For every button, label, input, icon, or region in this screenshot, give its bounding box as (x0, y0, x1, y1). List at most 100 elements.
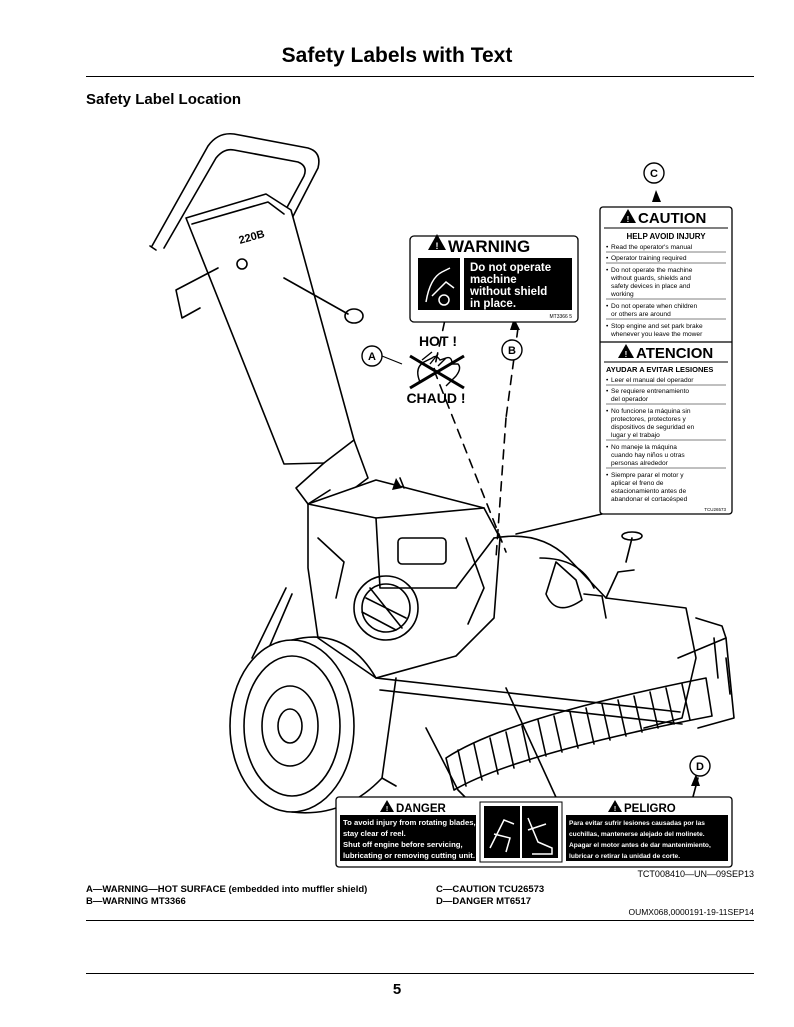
svg-text:dispositivos de seguridad en: dispositivos de seguridad en (611, 424, 695, 431)
svg-text:Do not operate: Do not operate (470, 262, 551, 274)
svg-text:MT6517: MT6517 (709, 860, 726, 865)
page-number: 5 (392, 981, 402, 998)
mower-handle (149, 132, 320, 251)
warning-label-b: ! WARNING Do not operate machine without… (409, 234, 579, 323)
svg-text:•: • (606, 303, 609, 310)
legend-right: C—CAUTION TCU26573 D—DANGER MT6517 (436, 884, 544, 908)
svg-text:del operador: del operador (611, 396, 649, 403)
svg-text:TCU26573: TCU26573 (704, 507, 726, 512)
legend-item-a: A—WARNING—HOT SURFACE (embedded into muf… (86, 884, 368, 895)
svg-text:machine: machine (470, 274, 517, 286)
svg-text:HOT !: HOT ! (419, 333, 457, 349)
svg-text:•: • (606, 444, 609, 451)
svg-text:Read the operator's manual: Read the operator's manual (611, 244, 693, 251)
svg-text:•: • (606, 377, 609, 384)
svg-text:!: ! (614, 806, 616, 813)
svg-text:•: • (606, 472, 609, 479)
engine (295, 439, 501, 679)
callout-a: A (361, 345, 403, 367)
svg-text:in place.: in place. (470, 298, 516, 310)
svg-text:Siempre parar el motor y: Siempre parar el motor y (611, 472, 684, 479)
danger-heading: DANGER (396, 803, 447, 815)
svg-text:!: ! (436, 241, 439, 251)
svg-text:protectores, protectores y: protectores, protectores y (611, 416, 686, 423)
svg-text:!: ! (625, 350, 628, 359)
svg-text:!: ! (386, 806, 388, 813)
svg-text:•: • (606, 255, 609, 262)
svg-text:lubricar o retirar la unidad d: lubricar o retirar la unidad de corte. (569, 853, 680, 860)
svg-text:•: • (606, 388, 609, 395)
peligro-triangle-icon: ! (608, 800, 622, 813)
reel (425, 677, 713, 809)
svg-text:Apagar el motor antes de dar m: Apagar el motor antes de dar mantenimien… (569, 842, 711, 849)
atencion-triangle-icon: ! (618, 344, 634, 359)
hot-hand-icon (417, 351, 461, 387)
caution-triangle-icon: ! (620, 209, 636, 224)
section-title: Safety Label Location (86, 91, 242, 108)
svg-text:stay clear of reel.: stay clear of reel. (343, 829, 406, 838)
leader-lines (399, 305, 699, 809)
svg-text:No maneje la máquina: No maneje la máquina (611, 444, 677, 451)
svg-text:Operator training required: Operator training required (611, 255, 687, 262)
svg-text:A: A (368, 351, 376, 363)
svg-text:whenever you leave the mower: whenever you leave the mower (610, 331, 703, 338)
svg-text:HELP AVOID INJURY: HELP AVOID INJURY (626, 232, 706, 241)
mower-frame (251, 531, 735, 787)
svg-text:CHAUD !: CHAUD ! (406, 390, 465, 406)
svg-text:MT3366 5: MT3366 5 (549, 314, 572, 320)
figure-id: TCT008410—UN—09SEP13 (637, 869, 754, 879)
legend-item-c: C—CAUTION TCU26573 (436, 884, 545, 895)
mower-safety-label-figure: 220B (149, 132, 735, 868)
caution-heading: CAUTION (638, 210, 706, 227)
page-title: Safety Labels with Text (281, 44, 513, 67)
document-id: OUMX068,0000191-19-11SEP14 (628, 907, 754, 917)
svg-text:Do not operate when children: Do not operate when children (611, 303, 697, 310)
svg-text:B: B (508, 345, 516, 357)
title-rule (86, 76, 754, 77)
caution-items: • Read the operator's manual • Operator … (606, 244, 726, 338)
hand-entanglement-icon (425, 267, 455, 306)
svg-text:Stop engine and set park brake: Stop engine and set park brake (611, 323, 703, 330)
wheel (229, 636, 383, 814)
legend-item-b: B—WARNING MT3366 (86, 896, 186, 907)
legend-item-d: D—DANGER MT6517 (436, 896, 532, 907)
svg-text:•: • (606, 408, 609, 415)
reel-hazard-pictogram (484, 806, 520, 858)
danger-label-d: ! DANGER To avoid injury from rotating b… (335, 796, 733, 868)
handle-column: 220B (175, 193, 364, 465)
warning-triangle-icon: ! (428, 234, 446, 251)
svg-text:C: C (650, 168, 658, 180)
hot-surface-label: HOT ! CHAUD ! (406, 333, 465, 406)
svg-text:cuchillas, mantenerse alejado: cuchillas, mantenerse alejado del moline… (569, 831, 705, 838)
svg-text:aplicar el freno de: aplicar el freno de (611, 480, 664, 487)
caution-label-c: ! CAUTION HELP AVOID INJURY • Read the o… (599, 206, 733, 515)
svg-text:safety devices in place and: safety devices in place and (611, 283, 691, 290)
section-rule (86, 920, 754, 921)
warning-heading: WARNING (448, 237, 530, 256)
svg-text:•: • (606, 244, 609, 251)
svg-text:AYUDAR A EVITAR LESIONES: AYUDAR A EVITAR LESIONES (606, 365, 713, 374)
svg-text:•: • (606, 267, 609, 274)
svg-text:without guards, shields and: without guards, shields and (610, 275, 691, 282)
svg-text:Do not operate the machine: Do not operate the machine (611, 267, 693, 274)
leader-arrows (392, 190, 700, 786)
peligro-heading: PELIGRO (624, 803, 676, 815)
callout-b: B (501, 339, 523, 361)
svg-text:cuando hay niños u otras: cuando hay niños u otras (611, 452, 685, 459)
svg-text:working: working (610, 291, 634, 298)
svg-text:or others are around: or others are around (611, 311, 671, 318)
callout-c: C (643, 162, 665, 184)
legend-left: A—WARNING—HOT SURFACE (embedded into muf… (86, 884, 367, 908)
atencion-heading: ATENCION (636, 345, 713, 362)
svg-text:Leer el manual del operador: Leer el manual del operador (611, 377, 694, 384)
svg-text:No funcione la máquina sin: No funcione la máquina sin (611, 408, 691, 415)
svg-text:abandonar el cortacésped: abandonar el cortacésped (611, 496, 688, 503)
svg-text:estacionamiento antes de: estacionamiento antes de (611, 488, 686, 495)
callout-d: D (689, 755, 711, 777)
svg-text:D: D (696, 761, 704, 773)
svg-text:Para evitar sufrir lesiones ca: Para evitar sufrir lesiones causadas por… (569, 820, 705, 827)
danger-triangle-icon: ! (380, 800, 394, 813)
svg-text:!: ! (627, 215, 630, 224)
svg-text:•: • (606, 323, 609, 330)
svg-text:Se requiere entrenamiento: Se requiere entrenamiento (611, 388, 689, 395)
